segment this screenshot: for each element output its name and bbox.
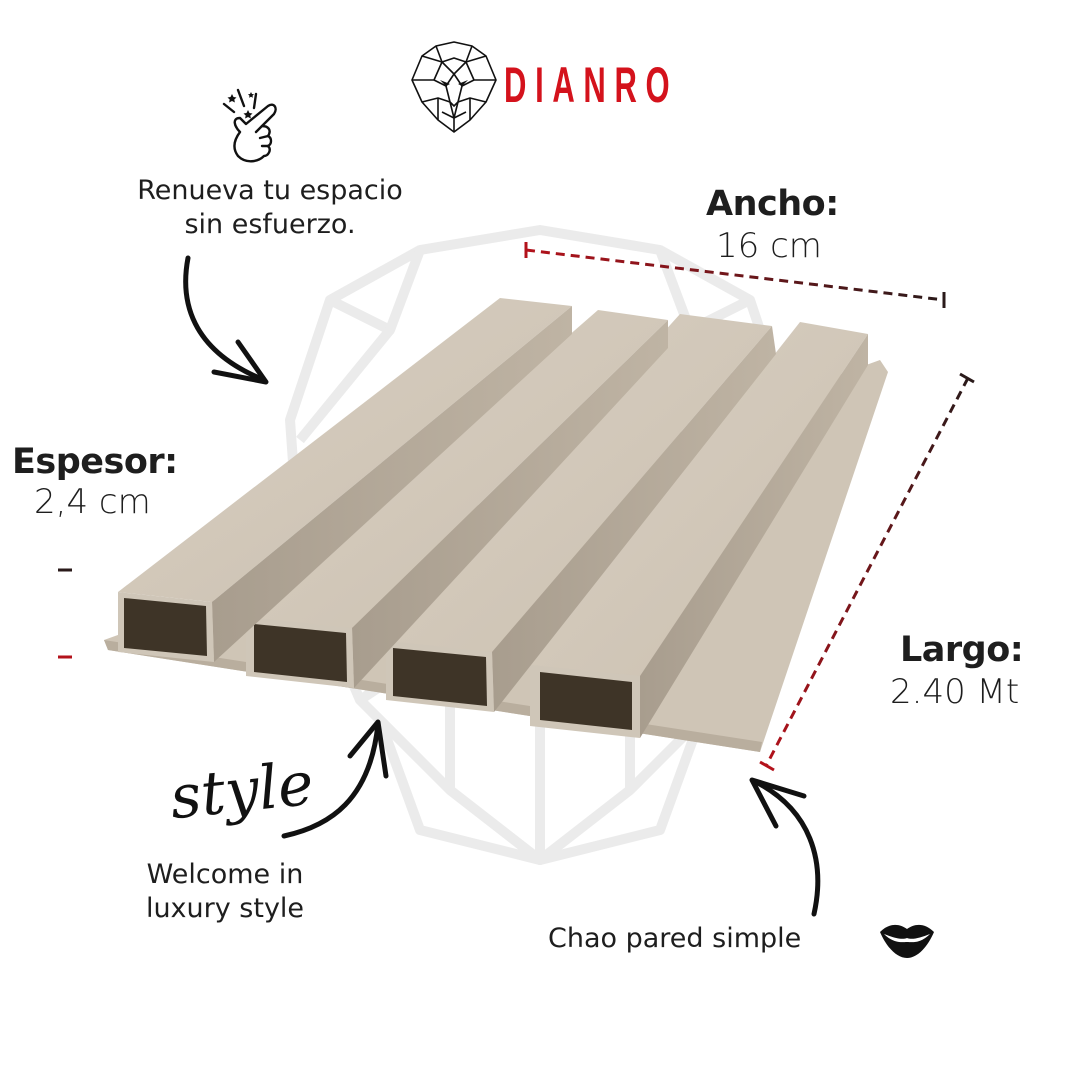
- espesor-value: 2,4 cm: [34, 482, 151, 522]
- espesor-label: Espesor:: [12, 442, 178, 482]
- ancho-label: Ancho:: [706, 184, 839, 224]
- tagline-chao: Chao pared simple: [548, 923, 802, 954]
- curved-arrow-up-icon: [281, 721, 381, 839]
- ancho-value: 16 cm: [716, 226, 822, 266]
- tagline-line-2: luxury style: [145, 893, 305, 924]
- largo-label: Largo:: [900, 630, 1024, 670]
- espesor-dimension-line: [58, 568, 72, 659]
- curved-arrow-down-icon: [183, 255, 267, 383]
- tagline-line-1: Welcome in: [146, 859, 304, 890]
- tagline-line-1: Renueva tu espacio: [137, 175, 403, 206]
- largo-dimension-line: [759, 372, 975, 772]
- tagline-renueva: Renueva tu espacio sin esfuerzo.: [100, 174, 440, 242]
- tagline-welcome: Welcome in luxury style: [110, 858, 340, 926]
- finger-snap-icon: [222, 88, 277, 163]
- largo-value: 2.40 Mt: [890, 672, 1020, 712]
- brand-name: DIANRO: [504, 57, 679, 113]
- tagline-line-2: sin esfuerzo.: [184, 209, 356, 240]
- style-script-text: style: [166, 748, 317, 834]
- lion-logo-icon: [411, 41, 497, 133]
- curved-arrow-up-right-icon: [753, 779, 821, 917]
- kiss-lips-icon: [880, 924, 934, 958]
- ancho-dimension-line: [524, 242, 946, 308]
